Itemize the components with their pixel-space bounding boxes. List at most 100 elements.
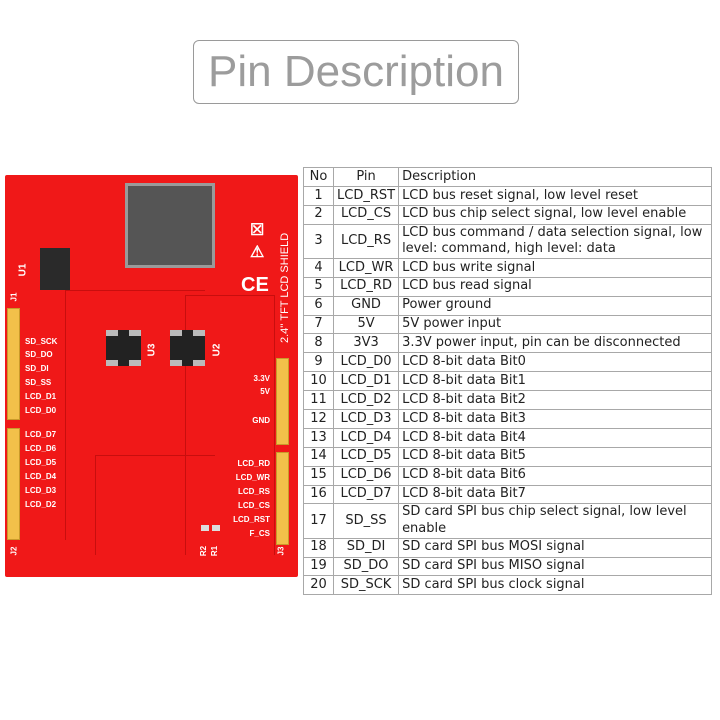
silk-label: LCD_D7 [25, 430, 57, 439]
header-j3-lcd [276, 452, 289, 545]
cell-no: 10 [303, 371, 334, 392]
cell-pin: SD_SCK [332, 575, 400, 596]
silk-label: GND [252, 416, 270, 425]
cell-pin: SD_SS [332, 503, 400, 539]
cell-pin: LCD_D2 [332, 390, 400, 410]
silk-label: LCD_D6 [25, 444, 57, 453]
cell-pin: LCD_D1 [332, 371, 400, 392]
cell-desc: LCD 8-bit data Bit2 [398, 390, 712, 410]
cell-desc: Power ground [398, 295, 712, 316]
cell-pin: SD_DI [332, 537, 400, 558]
cell-desc: LCD 8-bit data Bit6 [398, 465, 712, 486]
lcd-shield-board-image: SD_SCK SD_DO SD_DI SD_SS LCD_D1 LCD_D0 L… [5, 175, 298, 577]
cell-pin: LCD_D6 [332, 465, 400, 486]
silk-label: F_CS [249, 529, 270, 538]
cell-no: 19 [303, 556, 334, 577]
cell-pin: GND [332, 295, 400, 316]
chip-u2 [170, 330, 205, 366]
cell-pin: LCD_RD [332, 276, 400, 297]
cell-desc: LCD 8-bit data Bit5 [398, 446, 712, 467]
silk-u1: U1 [17, 263, 29, 277]
cell-no: 8 [303, 333, 334, 354]
cell-no: 9 [303, 352, 334, 373]
silk-label: LCD_D1 [25, 392, 57, 401]
cell-no: 13 [303, 427, 334, 448]
cell-desc: LCD bus write signal [398, 257, 712, 278]
silk-u2: U2 [211, 343, 223, 357]
voltage-regulator [40, 248, 70, 290]
cell-no: 15 [303, 465, 334, 486]
silk-label: SD_DI [25, 364, 49, 373]
cell-no: 5 [303, 276, 334, 297]
silk-label: SD_SS [25, 378, 52, 387]
cell-pin: LCD_D4 [332, 427, 400, 448]
table-header-row: No Pin Description [303, 167, 712, 187]
cell-pin: 5V [332, 314, 400, 335]
resistor-r2 [201, 525, 209, 531]
cell-no: 16 [303, 484, 334, 505]
sd-card-slot [125, 183, 215, 268]
silk-label: LCD_D0 [25, 406, 57, 415]
cell-no: 12 [303, 408, 334, 429]
silk-label: LCD_RS [237, 487, 270, 496]
cell-no: 2 [303, 204, 334, 225]
silk-u3: U3 [146, 343, 158, 357]
cell-desc: LCD 8-bit data Bit4 [398, 427, 712, 448]
cell-desc: LCD bus reset signal, low level reset [398, 185, 712, 206]
cell-pin: LCD_RST [332, 185, 400, 206]
weee-bin-icon: ☒ [250, 222, 265, 239]
silk-r2: R2 [199, 545, 209, 557]
cell-no: 20 [303, 575, 334, 596]
silk-label: LCD_RD [237, 459, 270, 468]
cell-pin: LCD_WR [332, 257, 400, 278]
cell-desc: SD card SPI bus chip select signal, low … [398, 503, 712, 539]
cell-pin: LCD_D3 [332, 408, 400, 429]
cell-desc: LCD 8-bit data Bit1 [398, 371, 712, 392]
silk-label: SD_DO [25, 350, 53, 359]
silk-label: SD_SCK [25, 337, 58, 346]
silk-j1: J1 [9, 292, 19, 302]
cell-no: 6 [303, 295, 334, 316]
cell-no: 14 [303, 446, 334, 467]
cell-no: 18 [303, 537, 334, 558]
resistor-r1 [212, 525, 220, 531]
cell-pin: LCD_D5 [332, 446, 400, 467]
cell-desc: LCD 8-bit data Bit3 [398, 408, 712, 429]
cell-desc: 3.3V power input, pin can be disconnecte… [398, 333, 712, 354]
header-j1 [7, 308, 20, 420]
cell-desc: SD card SPI bus MISO signal [398, 556, 712, 577]
shield-text: 2.4'' TFT LCD SHIELD [279, 232, 291, 343]
cell-pin: 3V3 [332, 333, 400, 354]
silk-label: 3.3V [253, 374, 270, 383]
cell-no: 3 [303, 223, 334, 259]
header-pin: Pin [332, 167, 400, 187]
cell-desc: 5V power input [398, 314, 712, 335]
cell-pin: LCD_D7 [332, 484, 400, 505]
cell-pin: LCD_D0 [332, 352, 400, 373]
cell-no: 17 [303, 503, 334, 539]
silk-label: LCD_CS [237, 501, 270, 510]
page-title: Pin Description [193, 40, 519, 104]
silk-label: LCD_D5 [25, 458, 57, 467]
esd-warning-icon: ⚠ [250, 244, 265, 261]
silk-j3: J3 [276, 546, 286, 556]
header-no: No [303, 167, 334, 187]
silk-label: LCD_D4 [25, 472, 57, 481]
silk-label: LCD_WR [235, 473, 270, 482]
